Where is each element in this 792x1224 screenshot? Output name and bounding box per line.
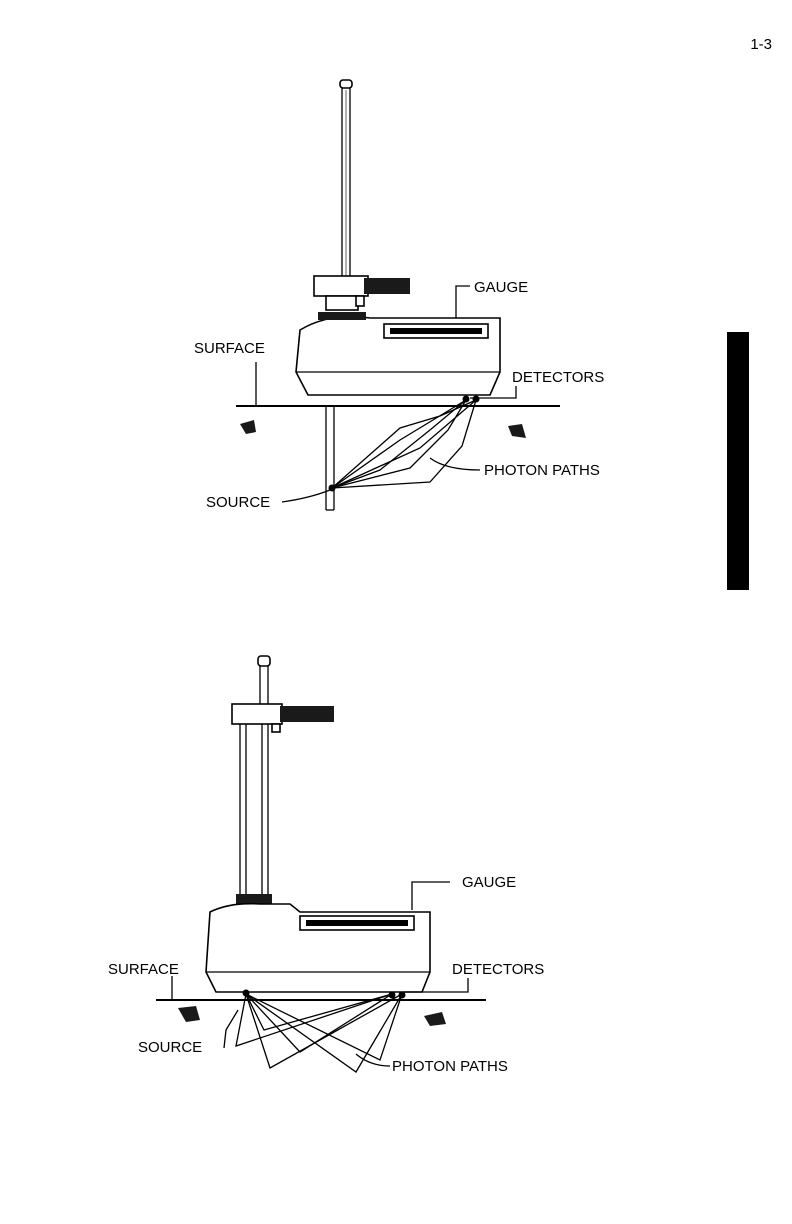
backscatter-diagram: GAUGE SURFACE DETECTORS PHOTON PATHS SOU… [0, 620, 792, 1140]
photon-paths [236, 994, 402, 1072]
direct-transmission-diagram: GAUGE SURFACE DETECTORS PHOTON PATHS SOU… [0, 0, 792, 560]
gauge-body [296, 312, 500, 395]
gauge-label: GAUGE [462, 874, 516, 891]
rod-below-surface [326, 406, 334, 510]
gauge-leader [412, 882, 450, 910]
photon-paths-leader [430, 458, 480, 470]
column [236, 724, 272, 904]
handle-assembly [314, 276, 410, 310]
detector-1 [389, 992, 396, 999]
photon-paths-label: PHOTON PATHS [392, 1058, 508, 1075]
gauge-body [206, 904, 430, 992]
source-rod [258, 656, 270, 704]
photon-paths-label: PHOTON PATHS [484, 462, 600, 479]
detectors-label: DETECTORS [512, 369, 604, 386]
surface-label: SURFACE [108, 961, 179, 978]
soil-marks [240, 420, 526, 438]
detector-1 [463, 396, 470, 403]
gauge-label: GAUGE [474, 279, 528, 296]
surface-label: SURFACE [194, 340, 265, 357]
source-leader [224, 1010, 238, 1048]
source-label: SOURCE [138, 1039, 202, 1056]
handle-assembly [232, 704, 334, 732]
source-rod [340, 80, 352, 278]
source-leader [282, 490, 330, 502]
photon-paths [332, 400, 476, 488]
source-point [243, 990, 250, 997]
gauge-leader [456, 286, 470, 318]
detectors-label: DETECTORS [452, 961, 544, 978]
source-label: SOURCE [206, 494, 270, 511]
detector-2 [473, 396, 480, 403]
